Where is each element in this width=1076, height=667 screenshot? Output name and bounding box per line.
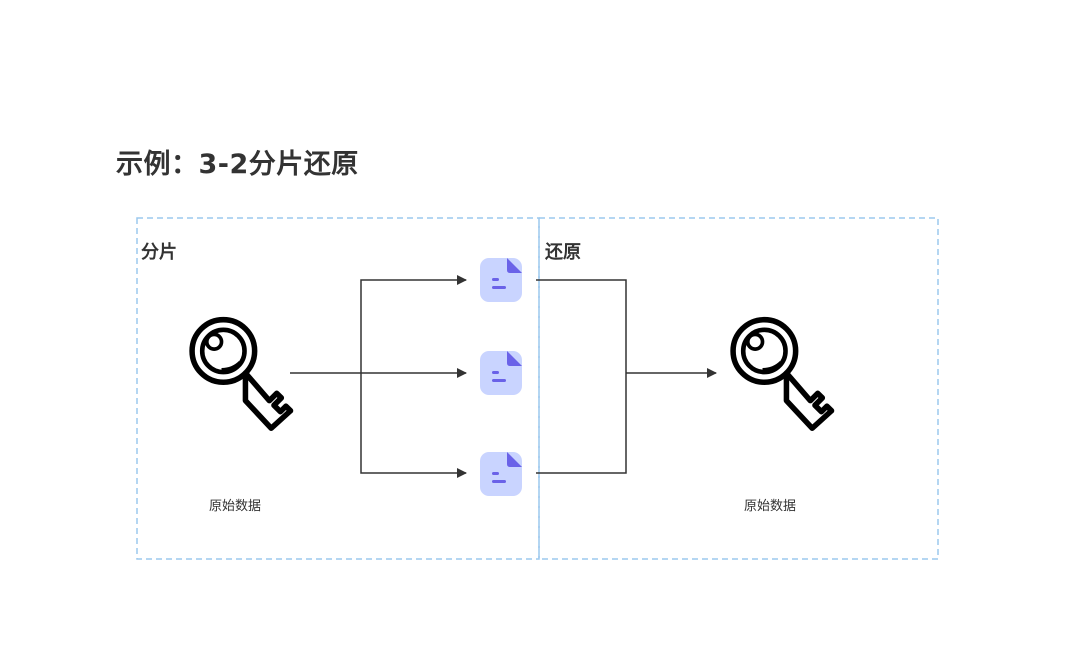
document-icon [480, 351, 522, 395]
line-from-shard-1 [536, 279, 627, 373]
document-icon [480, 258, 522, 302]
source-key-caption: 原始数据 [209, 499, 262, 514]
restore-connectors [536, 279, 717, 474]
restore-panel-label: 还原 [545, 242, 581, 263]
restore-panel-border [538, 217, 939, 560]
page-title: 示例：3-2分片还原 [116, 149, 359, 180]
source-key-icon [192, 320, 290, 429]
split-connectors [290, 275, 467, 478]
restored-key-caption: 原始数据 [744, 499, 797, 514]
split-panel-label: 分片 [141, 242, 177, 263]
arrow-to-shard-3 [360, 373, 467, 478]
restored-key-icon [733, 320, 831, 429]
split-panel-border [136, 217, 540, 560]
document-icon [480, 452, 522, 496]
line-from-shard-3 [536, 373, 627, 474]
arrow-to-shard-1 [360, 275, 467, 373]
